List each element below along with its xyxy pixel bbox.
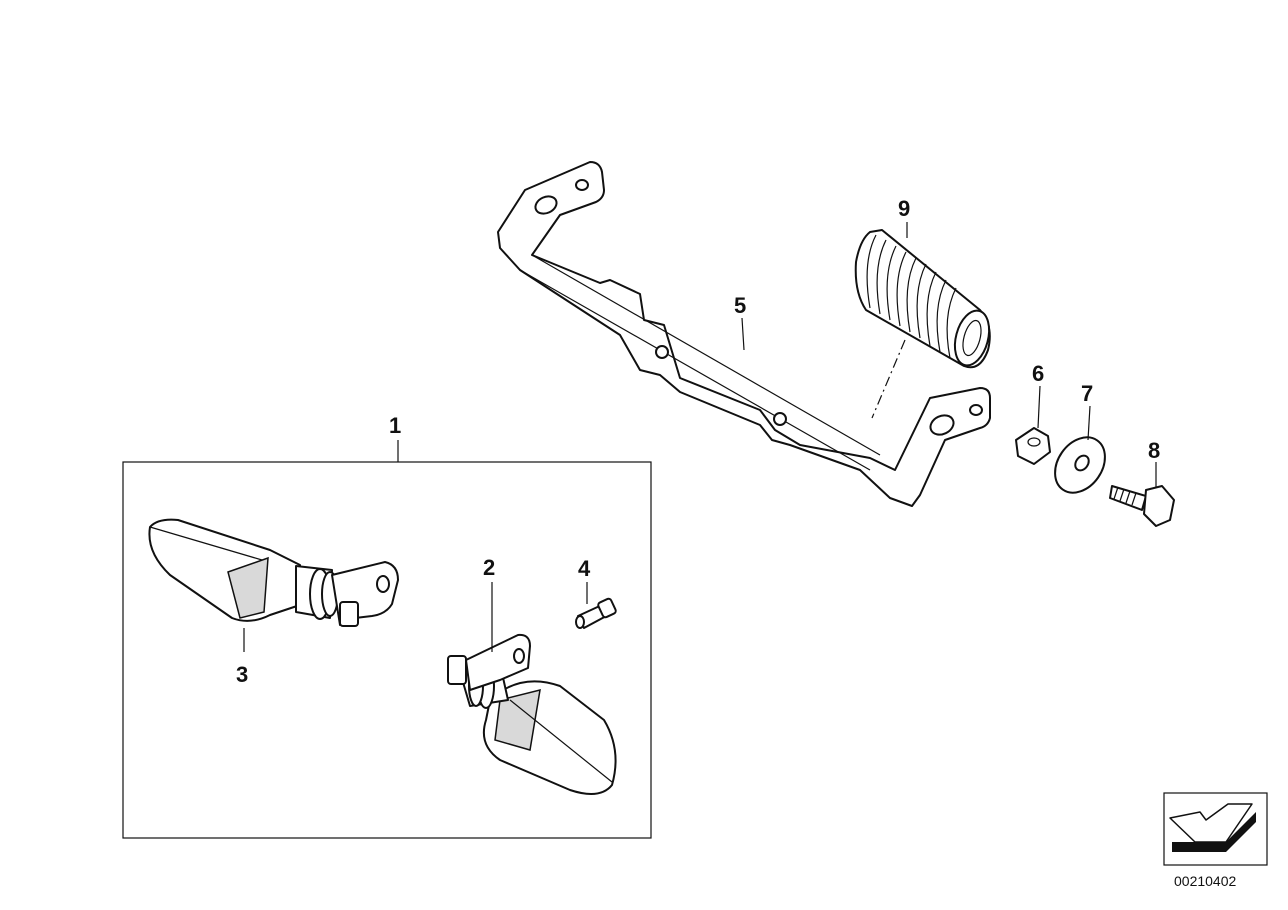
leader-7 <box>1087 405 1091 441</box>
turn-signal-left <box>148 518 399 652</box>
bolt <box>1109 485 1175 527</box>
bulb <box>575 582 617 629</box>
callout-4: 4 <box>578 556 591 581</box>
washer <box>1054 436 1106 494</box>
direction-badge <box>1163 792 1268 866</box>
callout-6: 6 <box>1032 361 1044 386</box>
kit-frame <box>122 461 652 839</box>
callout-5: 5 <box>734 293 746 318</box>
footrest-bracket <box>497 161 991 507</box>
hex-nut <box>1015 427 1051 465</box>
leader-5 <box>741 317 745 351</box>
diagram-id: 00210402 <box>1174 873 1237 889</box>
leader-6 <box>1037 385 1041 429</box>
callout-9: 9 <box>898 196 910 221</box>
callout-8: 8 <box>1148 438 1160 463</box>
callout-3: 3 <box>236 662 248 687</box>
callout-2: 2 <box>483 555 495 580</box>
turn-signal-right <box>447 582 617 795</box>
arrow-left-down-icon <box>1169 803 1256 852</box>
rubber-footrest <box>854 229 991 419</box>
callout-7: 7 <box>1081 381 1093 406</box>
callout-1: 1 <box>389 413 401 438</box>
